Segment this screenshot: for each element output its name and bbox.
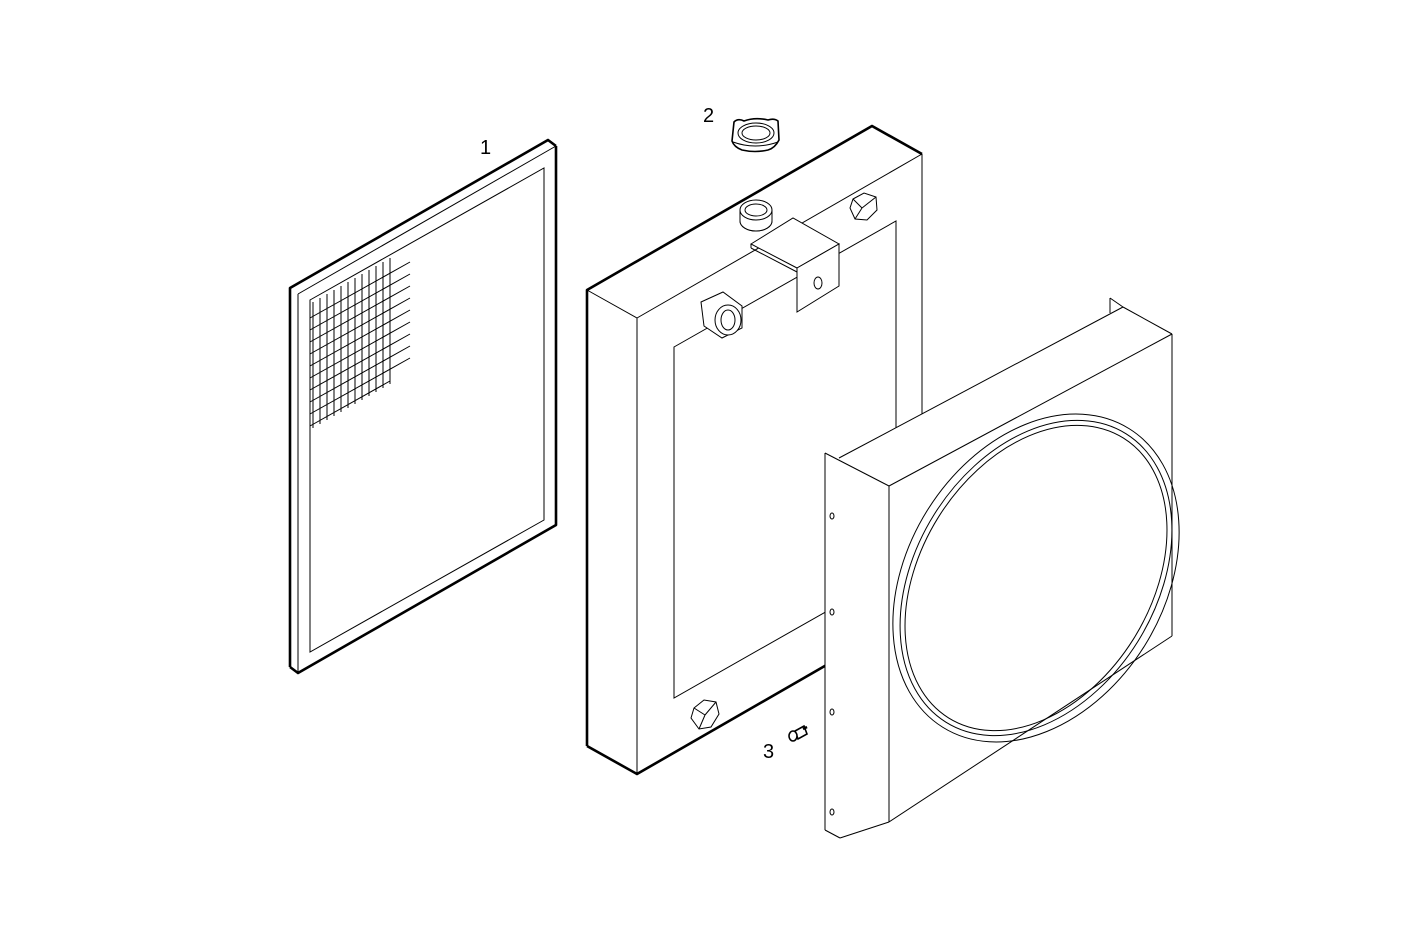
- callout-3-label: 3: [763, 741, 775, 763]
- flange-hole: [829, 708, 835, 716]
- callout-2-label: 2: [703, 105, 715, 127]
- radiator-cap: [731, 117, 780, 153]
- screw: [788, 724, 808, 742]
- outlet-pipe: [700, 291, 743, 339]
- flange-hole: [829, 808, 835, 816]
- fan-opening-ring: [892, 413, 1180, 743]
- hex-plug-top: [849, 192, 878, 221]
- filter-screen-panel: [288, 138, 558, 675]
- flange-hole: [829, 512, 835, 520]
- hex-plug-bottom: [690, 699, 720, 730]
- callout-1-label: 1: [480, 137, 492, 159]
- mesh-grid: [309, 258, 411, 428]
- flange-hole: [829, 608, 835, 616]
- fan-shroud: [824, 297, 1180, 839]
- filler-neck: [739, 199, 773, 232]
- mounting-bracket: [749, 217, 841, 313]
